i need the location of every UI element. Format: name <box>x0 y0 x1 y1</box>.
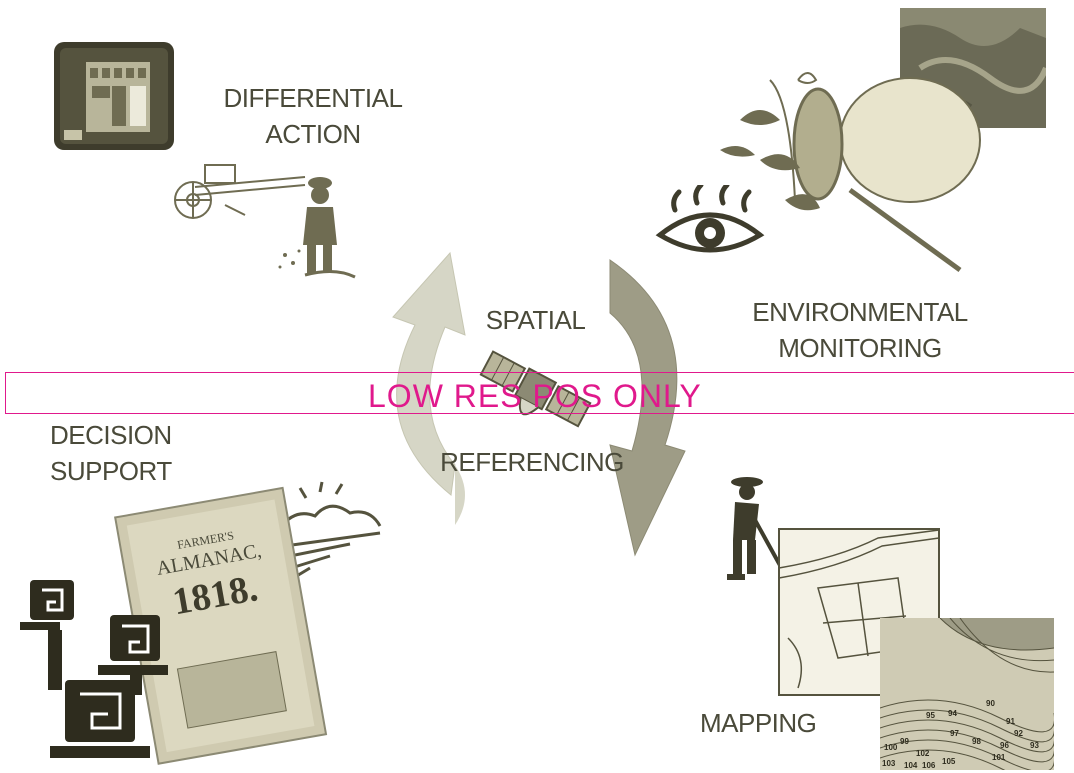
left-cycle-arrow <box>392 251 466 496</box>
contour-label: 97 <box>950 729 959 738</box>
contour-label: 96 <box>1000 741 1009 750</box>
contour-label: 92 <box>1014 729 1023 738</box>
spatial-label: SPATIAL <box>485 305 586 335</box>
contour-label: 103 <box>882 759 896 768</box>
mapping-label: MAPPING <box>700 708 817 738</box>
contour-label: 98 <box>972 737 981 746</box>
decision-support-line2: SUPPORT <box>50 456 172 486</box>
environmental-monitoring-label: ENVIRONMENTAL MONITORING <box>740 294 980 366</box>
contour-label: 106 <box>922 761 936 770</box>
contour-label: 105 <box>942 757 956 766</box>
contour-map: 90 91 92 93 94 95 96 97 98 99 100 101 10… <box>880 618 1054 770</box>
insect-net-plant-illustration <box>720 72 981 273</box>
contour-label: 102 <box>916 749 930 758</box>
contour-label: 95 <box>926 711 935 720</box>
differential-action-line2: ACTION <box>265 119 361 149</box>
contour-label: 91 <box>1006 717 1015 726</box>
referencing-label: REFERENCING <box>440 447 624 477</box>
contour-label: 93 <box>1030 741 1039 750</box>
horse-drawn-seeder-illustration <box>174 164 356 279</box>
low-res-overlay-box <box>5 372 1074 414</box>
contour-label: 90 <box>986 699 995 708</box>
left-cycle-arrow-tail <box>455 465 465 525</box>
contour-label: 94 <box>948 709 957 718</box>
eye-icon <box>655 185 765 253</box>
environmental-monitoring-line2: MONITORING <box>778 333 942 363</box>
farmers-almanac-book: FARMER'S ALMANAC, 1818. <box>114 486 328 765</box>
guidance-display-device <box>54 42 174 150</box>
right-cycle-arrow <box>609 259 686 557</box>
contour-label: 104 <box>904 761 918 770</box>
contour-label: 101 <box>992 753 1006 762</box>
decision-support-label: DECISION SUPPORT <box>50 417 190 489</box>
contour-label: 99 <box>900 737 909 746</box>
low-res-overlay-text: LOW RES POS ONLY <box>368 378 702 414</box>
cycle-arrows <box>392 251 686 557</box>
differential-action-label: DIFFERENTIAL ACTION <box>218 80 408 152</box>
differential-action-line1: DIFFERENTIAL <box>223 83 403 113</box>
environmental-monitoring-line1: ENVIRONMENTAL <box>752 297 968 327</box>
satellite-icon <box>479 350 592 428</box>
computer-network-icon <box>20 580 168 758</box>
contour-label: 100 <box>884 743 898 752</box>
decision-support-line1: DECISION <box>50 420 172 450</box>
